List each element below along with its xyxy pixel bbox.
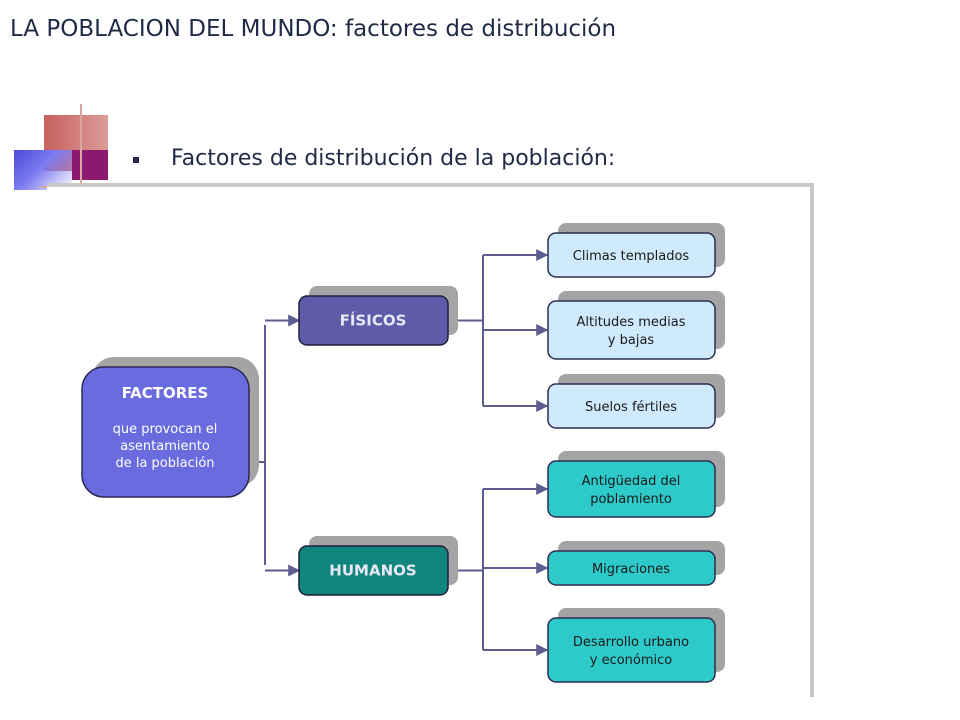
bullet-text: Factores de distribución de la población… — [171, 146, 616, 171]
humanos-leaf-node: Desarrollo urbano y económico — [547, 608, 725, 683]
factores-description-line: asentamiento — [120, 439, 210, 454]
humanos-leaf-node: Migraciones — [547, 541, 725, 586]
fisicos-leaf-node-box — [547, 300, 716, 360]
humanos-leaf-node-box — [547, 460, 716, 518]
fisicos-leaf-node: Climas templados — [547, 223, 725, 278]
fisicos-leaf-label: Climas templados — [573, 249, 690, 264]
fisicos-leaf-node-box — [547, 383, 716, 429]
factores-node-box — [81, 366, 250, 498]
humanos-leaf-node-box — [547, 550, 716, 586]
humanos-node-box — [298, 545, 449, 596]
humanos-leaf-node: Antigüedad del poblamiento — [547, 451, 725, 518]
nodes: FACTORES que provocan el asentamiento de la… — [81, 223, 725, 683]
bullet-marker-icon — [133, 156, 139, 163]
slide-title: LA POBLACION DEL MUNDO: factores de dist… — [10, 16, 617, 42]
factores-heading: FACTORES — [122, 384, 209, 402]
humanos-leaf-label: Migraciones — [592, 562, 670, 577]
factores-node: FACTORES que provocan el asentamiento de la… — [81, 357, 259, 498]
humanos-node: HUMANOS — [298, 536, 458, 596]
decorative-square-purple — [72, 150, 108, 180]
factores-description-line: que provocan el — [113, 422, 218, 437]
fisicos-leaf-label: Altitudes medias — [577, 315, 686, 330]
humanos-leaf-label: poblamiento — [590, 492, 672, 507]
humanos-leaf-label: y económico — [590, 653, 673, 668]
fisicos-label: FÍSICOS — [340, 311, 407, 330]
fisicos-leaf-node: Suelos fértiles — [547, 374, 725, 429]
connectors — [249, 249, 549, 656]
humanos-leaf-node-box — [547, 617, 716, 683]
decorative-vertical-line — [80, 104, 82, 190]
humanos-leaf-label: Antigüedad del — [582, 474, 681, 489]
fisicos-leaf-node-box — [547, 232, 716, 278]
humanos-leaf-label: Desarrollo urbano — [573, 635, 689, 650]
fisicos-node-box — [298, 295, 449, 346]
factores-description-line: de la población — [115, 456, 214, 471]
humanos-label: HUMANOS — [329, 562, 416, 580]
bullet-item: Factores de distribución de la población… — [133, 146, 615, 171]
fisicos-leaf-label: y bajas — [608, 333, 655, 348]
fisicos-leaf-node: Altitudes medias y bajas — [547, 291, 725, 360]
fisicos-node: FÍSICOS — [298, 286, 458, 346]
fisicos-leaf-label: Suelos fértiles — [585, 400, 677, 415]
